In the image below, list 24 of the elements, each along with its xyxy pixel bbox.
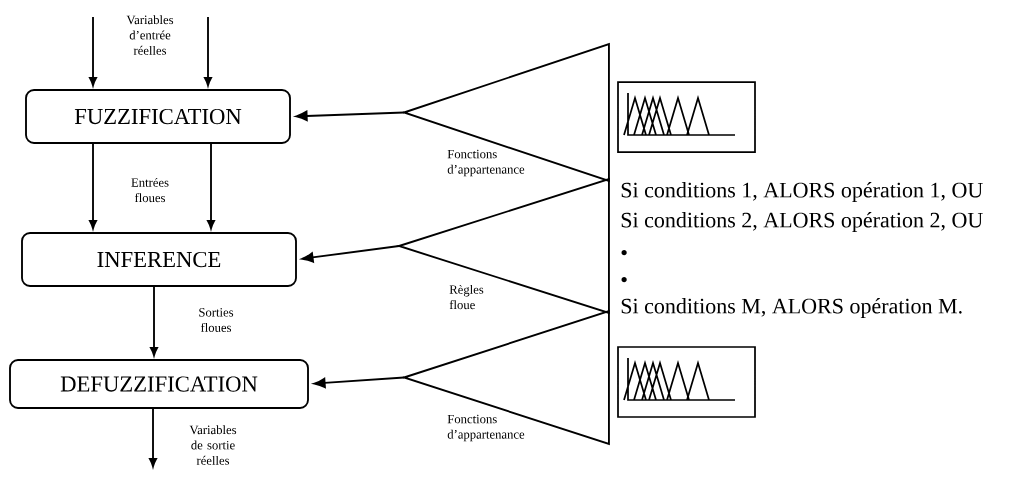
- annotation-text: Fonctions d’appartenance: [447, 149, 525, 177]
- arrow: [204, 16, 212, 87]
- arrow: [313, 376, 405, 389]
- annotation-text: Sorties floues: [199, 308, 234, 332]
- process-box: INFERENCE: [21, 232, 297, 287]
- rule-text: Si conditions M, ALORS opération M.: [621, 298, 962, 318]
- annotation-text: Entrées floues: [131, 177, 169, 203]
- arrow: [150, 286, 158, 357]
- arrow: [301, 245, 400, 263]
- arrow: [89, 16, 97, 87]
- arrow: [295, 110, 405, 122]
- annotation-text: Règles floue: [449, 284, 484, 310]
- arrow: [149, 408, 157, 468]
- annotation-text: Variables d’entrée réelles: [126, 15, 174, 55]
- bullet: •: [621, 250, 627, 256]
- arrow: [207, 143, 215, 230]
- annotation-text: Variables de sortie réelles: [189, 425, 237, 465]
- bullet: •: [621, 277, 627, 283]
- annotation-text: Fonctions d’appartenance: [447, 414, 525, 442]
- rule-text: Si conditions 2, ALORS opération 2, OU: [621, 212, 983, 232]
- process-box: DEFUZZIFICATION: [9, 359, 309, 409]
- rule-text: Si conditions 1, ALORS opération 1, OU: [621, 182, 983, 202]
- process-box: FUZZIFICATION: [25, 89, 291, 144]
- arrow: [89, 143, 97, 230]
